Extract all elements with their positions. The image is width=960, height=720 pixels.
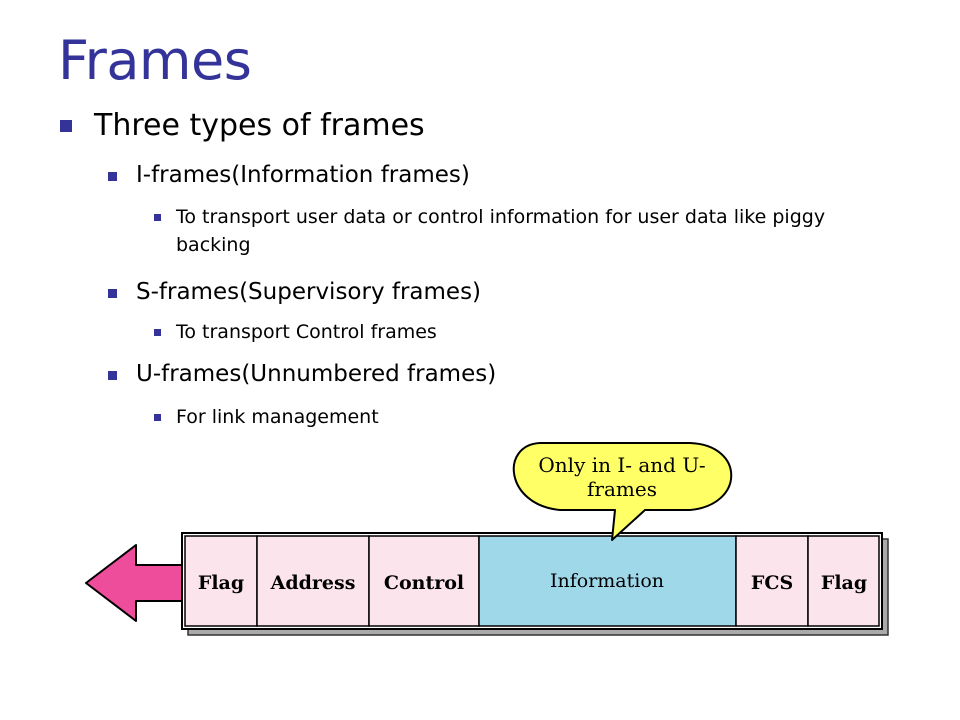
bullet-text: To transport Control frames: [176, 321, 437, 343]
bullet-u-frames: U-frames(Unnumbered frames): [108, 361, 497, 387]
bullet-square-icon: [108, 289, 117, 298]
bullet-text: I-frames(Information frames): [136, 162, 470, 188]
field-label-address: Address: [270, 572, 356, 594]
field-label-fcs: FCS: [751, 572, 793, 594]
field-flag-end: [807, 535, 880, 627]
field-flag-start: [184, 535, 258, 627]
bullet-square-icon: [154, 214, 161, 221]
bullet-s-frames: S-frames(Supervisory frames): [108, 279, 482, 305]
left-arrow-icon: [85, 544, 183, 622]
field-address: [256, 535, 370, 627]
bullet-square-icon: [154, 414, 161, 421]
field-label-information: Information: [550, 570, 664, 592]
bullet-square-icon: [108, 371, 117, 380]
bullet-i-frames: I-frames(Information frames): [108, 162, 470, 188]
bullet-text: U-frames(Unnumbered frames): [136, 361, 497, 387]
bullet-square-icon: [60, 120, 72, 132]
callout-text-line2: frames: [587, 477, 657, 501]
bullet-text: To transport user data or control inform…: [176, 206, 826, 256]
bullet-u-frames-desc: For link management: [154, 403, 836, 431]
callout-bubble: [512, 442, 733, 541]
field-label-flag-start: Flag: [198, 572, 244, 594]
field-label-control: Control: [384, 572, 464, 594]
bullet-three-types: Three types of frames: [60, 108, 425, 143]
callout-text-line1: Only in I- and U-: [538, 453, 705, 477]
field-fcs: [735, 535, 809, 627]
field-label-flag-end: Flag: [821, 572, 867, 594]
bullet-i-frames-desc: To transport user data or control inform…: [154, 203, 836, 259]
bullet-square-icon: [154, 329, 161, 336]
bullet-square-icon: [108, 172, 117, 181]
bullet-text: For link management: [176, 406, 379, 428]
bullet-text: Three types of frames: [94, 108, 425, 143]
field-control: [368, 535, 480, 627]
bullet-s-frames-desc: To transport Control frames: [154, 318, 836, 346]
bullet-text: S-frames(Supervisory frames): [136, 279, 482, 305]
slide-title: Frames: [58, 29, 252, 92]
